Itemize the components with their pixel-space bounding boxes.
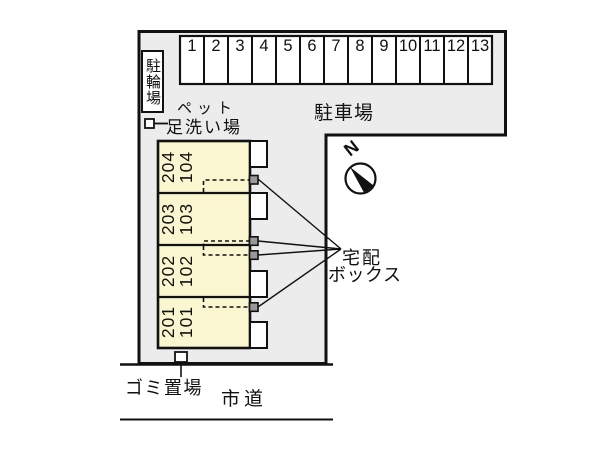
parking-stall-row: [178, 34, 494, 86]
parking-stall-number-6: 6: [307, 37, 317, 55]
unit-label-203-103: 203 103: [157, 195, 197, 243]
delivery-route-dashed-202: [202, 246, 250, 256]
delivery-box-label-line2: ボックス: [328, 265, 402, 285]
pet-wash-label-line2: 足洗い場: [166, 118, 242, 137]
parking-stall-number-11: 11: [423, 37, 441, 55]
balcony-204: [249, 140, 268, 168]
parking-lot-label: 駐車場: [314, 103, 375, 124]
pet-wash-label-line1: ペット: [177, 100, 238, 117]
delivery-box-label-line1: 宅配: [342, 248, 382, 268]
garbage-area-label: ゴミ置場: [125, 378, 203, 398]
unit-number-202: 202: [157, 254, 178, 288]
balcony-201: [249, 321, 268, 349]
parking-stall-divider-lines: [203, 36, 469, 84]
delivery-box-icon-204: [248, 174, 259, 185]
parking-stall-number-10: 10: [398, 37, 418, 55]
unit-number-103: 103: [176, 202, 196, 236]
delivery-box-icon-203: [248, 236, 259, 247]
unit-label-202-102: 202 102: [157, 247, 197, 295]
parking-stall-number-7: 7: [331, 37, 341, 55]
parking-stall-number-9: 9: [379, 37, 389, 55]
parking-stall-number-8: 8: [355, 37, 365, 55]
parking-stall-number-13: 13: [470, 37, 490, 55]
delivery-route-dashed-203: [202, 240, 250, 245]
parking-stall-number-3: 3: [235, 37, 245, 55]
balcony-203: [249, 192, 268, 220]
delivery-route-dashed-204: [202, 179, 250, 192]
unit-label-204-104: 204 104: [157, 143, 197, 191]
parking-stall-number-5: 5: [283, 37, 293, 55]
unit-label-201-101: 201 101: [157, 298, 197, 346]
delivery-box-icon-202: [248, 250, 259, 261]
delivery-box-pointer-lines: [257, 178, 342, 308]
unit-number-101: 101: [176, 305, 196, 339]
unit-number-104: 104: [176, 150, 196, 184]
delivery-box-icon-201: [248, 301, 259, 313]
delivery-route-dashed-201: [202, 298, 250, 308]
parking-stall-number-2: 2: [211, 37, 221, 55]
parking-stall-number-1: 1: [187, 37, 197, 55]
parking-stall-number-12: 12: [446, 37, 466, 55]
pet-wash-station-icon: [144, 118, 155, 129]
unit-number-201: 201: [157, 305, 178, 339]
compass-icon: [344, 162, 377, 195]
unit-number-204: 204: [157, 150, 178, 184]
unit-number-203: 203: [157, 202, 178, 236]
city-road-label: 市道: [221, 389, 268, 410]
compass-needle: [350, 167, 374, 194]
bicycle-parking-box: 駐輪場: [141, 50, 164, 113]
bicycle-parking-label: 駐輪場: [144, 57, 161, 106]
unit-number-102: 102: [176, 254, 196, 288]
balcony-202: [249, 270, 268, 298]
parking-stall-number-4: 4: [259, 37, 269, 55]
garbage-station-icon: [174, 351, 188, 363]
